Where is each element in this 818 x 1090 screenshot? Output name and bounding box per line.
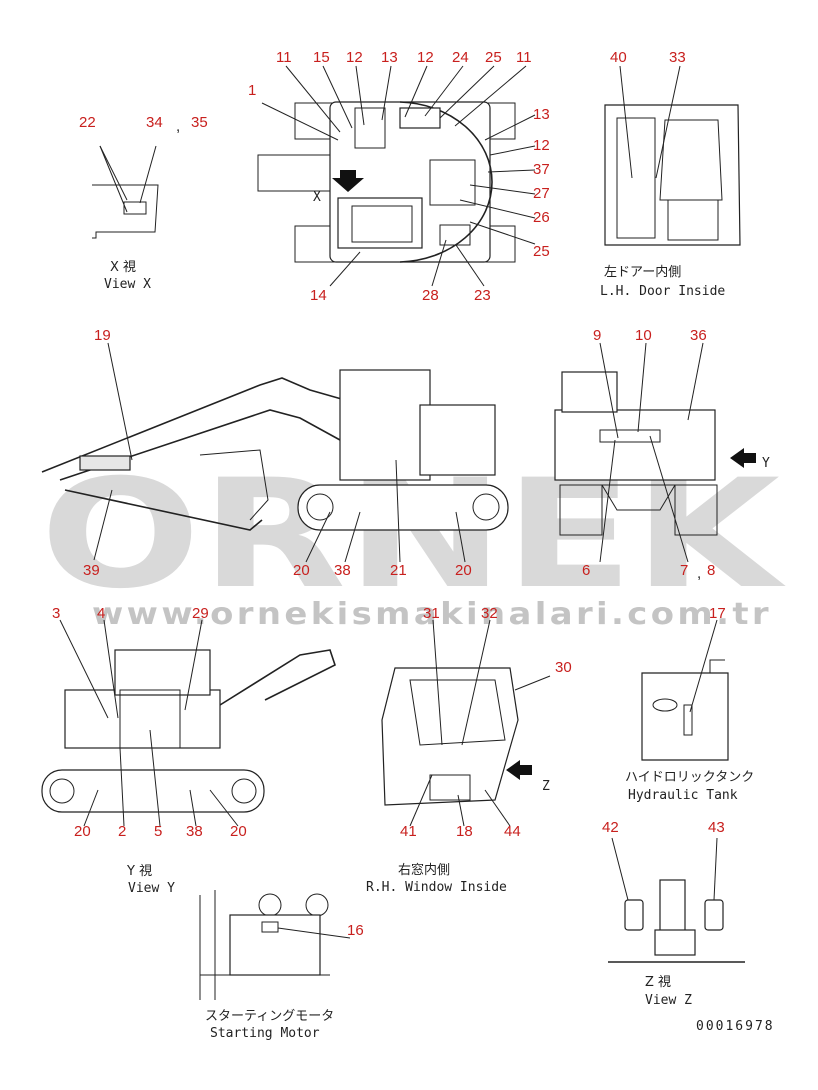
callout-44: 44 bbox=[504, 823, 521, 840]
callout-42: 42 bbox=[602, 819, 619, 836]
callout-39: 39 bbox=[83, 562, 100, 579]
comma-8: , bbox=[697, 565, 701, 582]
top-view-machine: X bbox=[257, 101, 516, 263]
rh-window-title-jp: 右窓内側 bbox=[398, 862, 450, 878]
callout-27: 27 bbox=[533, 185, 550, 202]
leader-lines bbox=[59, 65, 718, 939]
callout-36: 36 bbox=[690, 327, 707, 344]
callout-37: 37 bbox=[533, 161, 550, 178]
callout-15: 15 bbox=[313, 49, 330, 66]
callout-21: 21 bbox=[390, 562, 407, 579]
view-z-detail: Z 視 View Z bbox=[608, 879, 745, 1008]
view-z-title-jp: Z 視 bbox=[645, 975, 671, 990]
callout-20b: 20 bbox=[455, 562, 472, 579]
callout-22: 22 bbox=[79, 114, 96, 131]
callout-35: 35 bbox=[191, 114, 208, 131]
callout-14: 14 bbox=[310, 287, 327, 304]
callout-23: 23 bbox=[474, 287, 491, 304]
callout-5: 5 bbox=[154, 823, 162, 840]
callout-32: 32 bbox=[481, 605, 498, 622]
callout-24: 24 bbox=[452, 49, 469, 66]
arrow-z-icon bbox=[506, 760, 532, 780]
callout-34: 34 bbox=[146, 114, 163, 131]
view-x-title-en: View X bbox=[104, 277, 151, 292]
view-z-letter: Z bbox=[542, 779, 550, 794]
view-x-letter: X bbox=[313, 190, 321, 205]
callout-11b: 11 bbox=[516, 49, 532, 66]
callout-25a: 25 bbox=[485, 49, 502, 66]
callout-29: 29 bbox=[192, 605, 209, 622]
callout-25b: 25 bbox=[533, 243, 550, 260]
callout-26: 26 bbox=[533, 209, 550, 226]
callout-16: 16 bbox=[347, 922, 364, 939]
callout-20c: 20 bbox=[74, 823, 91, 840]
view-y-title-jp: Y 視 bbox=[126, 864, 152, 879]
callout-41: 41 bbox=[400, 823, 417, 840]
callout-6: 6 bbox=[582, 562, 590, 579]
callout-28: 28 bbox=[422, 287, 439, 304]
comma-35: , bbox=[176, 118, 180, 135]
starting-motor-title-jp: スターティングモータ bbox=[205, 1009, 334, 1024]
callout-9: 9 bbox=[593, 327, 601, 344]
lh-door-title-jp: 左ドアー内側 bbox=[604, 264, 681, 280]
callout-12b: 12 bbox=[417, 49, 434, 66]
lh-door-detail: 左ドアー内側 L.H. Door Inside bbox=[600, 104, 741, 299]
callout-17: 17 bbox=[709, 605, 726, 622]
callout-43: 43 bbox=[708, 819, 725, 836]
callouts: 1 11 15 12 13 12 24 25 11 13 12 37 27 26… bbox=[52, 49, 726, 939]
arrow-x-icon bbox=[332, 170, 364, 192]
rh-window-title-en: R.H. Window Inside bbox=[366, 880, 507, 895]
callout-12c: 12 bbox=[533, 137, 550, 154]
callout-38b: 38 bbox=[186, 823, 203, 840]
callout-18: 18 bbox=[456, 823, 473, 840]
view-y-letter: Y bbox=[762, 456, 770, 471]
hydraulic-tank-title-en: Hydraulic Tank bbox=[628, 788, 738, 803]
drawing-number: 00016978 bbox=[696, 1019, 775, 1034]
hydraulic-tank-title-jp: ハイドロリックタンク bbox=[625, 770, 754, 785]
watermark-url: www.ornekismakinalari.com.tr bbox=[92, 597, 772, 632]
side-view-excavator bbox=[41, 369, 509, 531]
callout-8: 8 bbox=[707, 562, 715, 579]
callout-40: 40 bbox=[610, 49, 627, 66]
view-x-title-jp: X 視 bbox=[110, 260, 136, 275]
callout-13b: 13 bbox=[533, 106, 550, 123]
hydraulic-tank-detail: ハイドロリックタンク Hydraulic Tank bbox=[625, 659, 754, 803]
callout-1: 1 bbox=[248, 82, 256, 99]
callout-19: 19 bbox=[94, 327, 111, 344]
callout-20d: 20 bbox=[230, 823, 247, 840]
callout-31: 31 bbox=[423, 605, 440, 622]
view-y-title-en: View Y bbox=[128, 881, 175, 896]
lh-door-title-en: L.H. Door Inside bbox=[600, 284, 725, 299]
callout-20a: 20 bbox=[293, 562, 310, 579]
view-z-title-en: View Z bbox=[645, 993, 692, 1008]
callout-33: 33 bbox=[669, 49, 686, 66]
starting-motor-detail: スターティングモータ Starting Motor bbox=[199, 890, 334, 1041]
callout-7: 7 bbox=[680, 562, 688, 579]
view-x-detail: X 視 View X bbox=[92, 145, 159, 292]
rear-view-excavator: Y bbox=[554, 371, 770, 536]
callout-11a: 11 bbox=[276, 49, 292, 66]
callout-4: 4 bbox=[97, 605, 105, 622]
callout-3: 3 bbox=[52, 605, 60, 622]
callout-12a: 12 bbox=[346, 49, 363, 66]
callout-13a: 13 bbox=[381, 49, 398, 66]
view-y-detail: Y 視 View Y bbox=[41, 649, 336, 896]
rh-window-detail: Z 右窓内側 R.H. Window Inside bbox=[366, 667, 550, 895]
callout-38a: 38 bbox=[334, 562, 351, 579]
arrow-y-icon bbox=[730, 448, 756, 468]
boom-highlight bbox=[79, 455, 131, 471]
callout-10: 10 bbox=[635, 327, 652, 344]
starting-motor-title-en: Starting Motor bbox=[210, 1026, 320, 1041]
callout-2: 2 bbox=[118, 823, 126, 840]
callout-30: 30 bbox=[555, 659, 572, 676]
